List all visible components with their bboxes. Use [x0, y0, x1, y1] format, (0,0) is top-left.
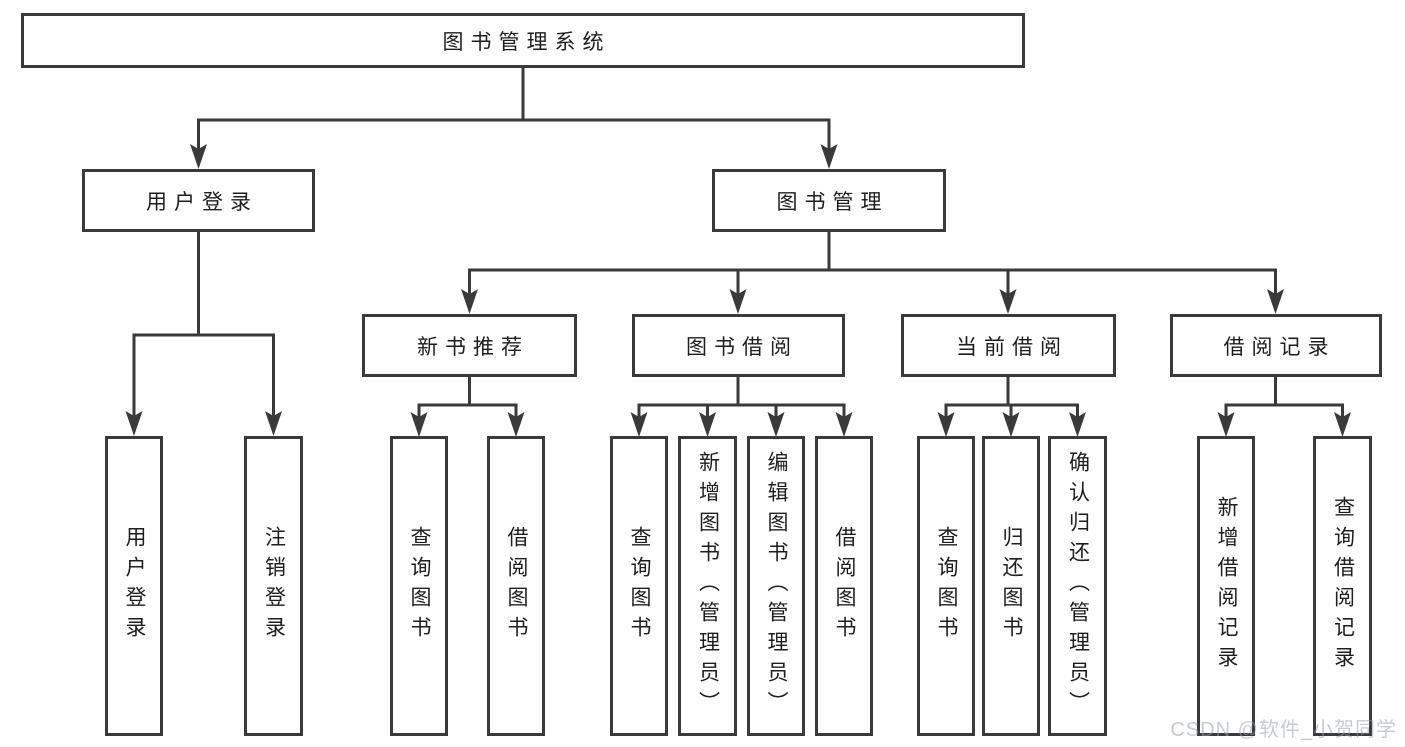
node-user-login: 用户登录 — [105, 436, 163, 736]
node-label: 用户登录 — [146, 190, 258, 214]
node-add-book-admin: 新增图书（管理员） — [678, 436, 737, 736]
node-user-login-branch: 用户登录 — [82, 169, 315, 232]
node-label: 借阅记录 — [1223, 335, 1336, 359]
node-label: 借阅图书 — [833, 526, 856, 646]
node-label: 当前借阅 — [956, 335, 1068, 359]
node-label: 确认归还（管理员） — [1066, 451, 1090, 721]
node-logout: 注销登录 — [244, 436, 303, 736]
node-confirm-return-admin: 确认归还（管理员） — [1048, 436, 1107, 736]
node-label: 借阅图书 — [505, 526, 528, 646]
node-label: 查询图书 — [935, 526, 958, 646]
node-label: 图书管理 — [776, 190, 889, 214]
node-query-books-current: 查询图书 — [917, 436, 975, 736]
node-book-management-branch: 图书管理 — [712, 169, 946, 232]
node-borrow-books-recommend: 借阅图书 — [487, 436, 545, 736]
csdn-watermark: CSDN @软件_小贺同学 — [1170, 719, 1397, 741]
node-label: 查询图书 — [408, 526, 431, 646]
node-edit-book-admin: 编辑图书（管理员） — [747, 436, 805, 736]
node-query-borrow-record: 查询借阅记录 — [1313, 436, 1372, 736]
node-label: 新增图书（管理员） — [696, 451, 720, 721]
node-query-books-borrow: 查询图书 — [610, 436, 668, 736]
node-label: 新增借阅记录 — [1215, 496, 1238, 676]
node-label: 查询借阅记录 — [1331, 496, 1355, 676]
node-label: 图书管理系统 — [442, 30, 611, 54]
node-query-books-recommend: 查询图书 — [390, 436, 448, 736]
node-book-borrowing: 图书借阅 — [632, 314, 845, 377]
node-label: 查询图书 — [628, 526, 651, 646]
node-label: 图书借阅 — [686, 335, 798, 359]
node-library-management-system: 图书管理系统 — [21, 13, 1025, 68]
node-label: 新书推荐 — [417, 335, 529, 359]
node-label: 用户登录 — [123, 526, 146, 646]
node-add-borrow-record: 新增借阅记录 — [1197, 436, 1255, 736]
node-label: 编辑图书（管理员） — [765, 451, 788, 721]
node-borrow-books: 借阅图书 — [815, 436, 873, 736]
node-label: 注销登录 — [262, 526, 286, 646]
node-label: 归还图书 — [1000, 526, 1023, 646]
node-current-borrowing: 当前借阅 — [901, 314, 1116, 377]
node-borrowing-records: 借阅记录 — [1170, 314, 1382, 377]
node-new-book-recommendation: 新书推荐 — [362, 314, 577, 377]
node-return-books: 归还图书 — [982, 436, 1040, 736]
